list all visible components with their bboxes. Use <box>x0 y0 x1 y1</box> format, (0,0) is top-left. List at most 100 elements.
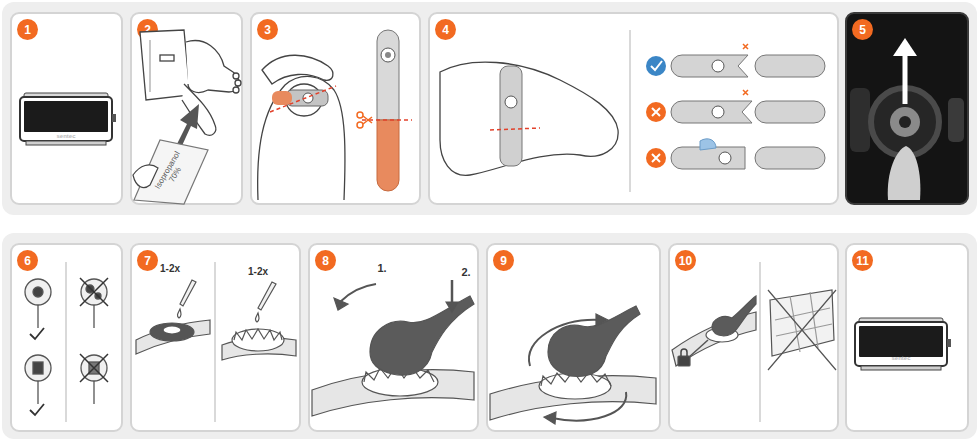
sensor-check-icons <box>86 285 94 293</box>
baby-legs <box>140 30 241 135</box>
sensor-check-icons <box>33 362 43 374</box>
sensor-check-icons <box>30 328 44 415</box>
baby-legs <box>182 84 216 135</box>
sensor-check-icons <box>25 279 51 305</box>
scissors-symbol <box>363 116 372 123</box>
correct-cut-icons <box>671 55 748 77</box>
sensor-check-icons <box>37 381 38 404</box>
scissors-symbol <box>357 112 363 118</box>
correct-cut-icons <box>712 106 724 118</box>
step-panel: 6 <box>10 243 123 432</box>
sensor-check-icons <box>81 355 107 381</box>
contact-gel-drops <box>255 313 259 322</box>
sensor-strip-on-toe <box>270 86 336 112</box>
sensor-rotate <box>541 371 611 386</box>
sensor-insert <box>312 280 474 416</box>
ring-photo <box>850 88 870 152</box>
sensor-strip-on-toe <box>286 90 328 106</box>
sensor-insert <box>362 368 438 396</box>
step-panel: 8 <box>308 243 479 432</box>
baby-legs <box>186 41 239 93</box>
row-band <box>2 233 977 439</box>
correct-cut-icons <box>712 60 724 72</box>
contact-gel-drops <box>163 326 181 334</box>
foot-with-strip <box>440 62 618 175</box>
sensor-secured <box>768 290 836 370</box>
alcohol-wipe <box>133 140 208 204</box>
hand-and-toe <box>286 84 322 116</box>
step-number: 7 <box>144 255 151 267</box>
step-panel: 2 <box>130 12 243 205</box>
sensor-insert <box>446 302 458 312</box>
ring-photo <box>903 52 908 104</box>
foot-with-strip <box>490 128 540 130</box>
ring-photo <box>888 146 921 200</box>
step-panel: 1 <box>10 12 123 205</box>
sensor-strip-on-toe <box>270 86 336 112</box>
contact-gel-drops <box>222 338 296 360</box>
step-number: 6 <box>24 255 31 267</box>
correct-cut-icons <box>646 56 666 76</box>
ring-photo <box>871 88 939 156</box>
sensor-check-icons <box>81 279 107 305</box>
scissors-symbol <box>357 122 363 128</box>
sensor-check-icons <box>95 293 101 299</box>
step-number: 8 <box>322 255 329 267</box>
correct-cut-icons <box>671 147 745 169</box>
sensor-check-icons <box>80 278 108 382</box>
sensor-check-icons <box>93 305 94 328</box>
monitor-device <box>855 318 951 370</box>
sensor-rotate <box>490 376 656 420</box>
step-number: 11 <box>856 255 869 267</box>
sensor-secured <box>759 262 761 422</box>
cut-strip <box>362 30 412 191</box>
sensor-strip-on-toe <box>303 93 313 103</box>
step-panel: 4 <box>428 12 839 205</box>
contact-gel-drops <box>232 329 284 351</box>
sensor-secured <box>712 296 756 336</box>
sensor-check-icons <box>65 262 67 422</box>
ring-photo <box>899 116 911 128</box>
baby-legs <box>233 87 239 93</box>
correct-cut-icons <box>652 108 660 116</box>
step-badge: 6 <box>17 250 38 271</box>
baby-legs <box>235 80 241 86</box>
sensor-rotate <box>544 412 556 424</box>
ring-photo <box>893 38 917 56</box>
baby-legs <box>233 73 239 79</box>
correct-cut-icons <box>700 139 716 150</box>
contact-gel-drops <box>214 262 216 422</box>
correct-cut-icons <box>646 148 666 168</box>
contact-gel-drops <box>136 262 296 422</box>
sensor-secured <box>775 292 832 352</box>
baby-legs <box>149 40 150 92</box>
sensor-rotate <box>490 306 656 424</box>
correct-cut-icons <box>755 101 825 123</box>
alcohol-wipe <box>133 165 158 188</box>
correct-cut-icons <box>755 147 825 169</box>
sensor-secured <box>706 328 738 342</box>
step-badge: 3 <box>257 19 278 40</box>
sensor-rotate <box>529 320 600 366</box>
step-panel: 11 <box>845 243 969 432</box>
contact-gel-drops <box>150 323 194 341</box>
scissors-symbol <box>357 112 372 128</box>
step-panel: 5 <box>845 12 969 205</box>
step-number: 4 <box>442 24 449 36</box>
correct-cut-icons <box>646 44 825 169</box>
sensor-insert <box>451 280 454 304</box>
sensor-check-icons <box>37 305 38 328</box>
foot-with-strip <box>440 30 630 192</box>
sensor-rotate <box>539 373 611 399</box>
contact-gel-drops <box>136 320 210 354</box>
correct-cut-icons <box>651 61 662 70</box>
ring-photo <box>890 107 920 137</box>
sensor-secured <box>672 262 836 422</box>
sensor-check-icons <box>93 381 94 404</box>
sensor-secured <box>688 340 708 358</box>
sensor-check-icons <box>89 362 99 374</box>
sensor-insert <box>312 370 474 416</box>
sensor-secured <box>672 312 756 366</box>
cut-strip <box>381 48 395 62</box>
